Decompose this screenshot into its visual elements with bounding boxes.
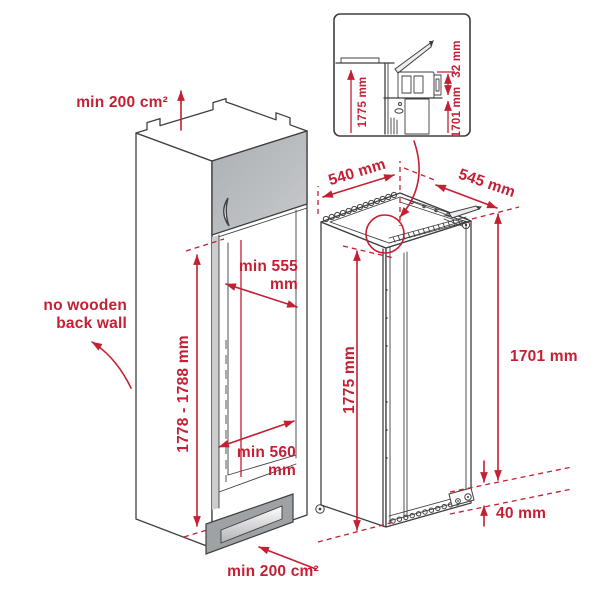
inset-top-gap-label: 32 mm — [451, 40, 463, 77]
detail-inset-box — [333, 13, 471, 137]
door-bottom-edge — [211, 207, 308, 240]
inset-pointer-arrow — [399, 140, 420, 218]
niche-depth-label-line1: min 555 — [239, 258, 298, 275]
fridge-height-label: 1775 mm — [341, 346, 358, 414]
back-wall-note-line2: back wall — [56, 315, 127, 332]
base-clearance-label: 40 mm — [496, 505, 546, 522]
base-dash-upper — [449, 466, 573, 493]
niche-width-arrow — [218, 420, 295, 448]
inset-height-label: 1775 mm — [357, 77, 369, 128]
depth-ext-right — [471, 206, 520, 220]
height-range-label: 1778 - 1788 mm — [175, 335, 192, 452]
height-ref-dash-bottom — [183, 529, 208, 538]
fridge-front-face — [385, 220, 472, 528]
detail-inset: 1775 mm 32 mm 1701 mm — [333, 13, 471, 254]
niche-floor-edge — [227, 454, 297, 476]
back-wall-arrow — [91, 341, 132, 389]
dimension-annotations: min 200 cm² no wooden back wall 1778 - 1… — [43, 90, 578, 580]
rear-caster — [315, 504, 325, 514]
niche-left-jamb — [212, 235, 219, 510]
front-fixing-rail — [382, 246, 391, 527]
cabinet-side-panel — [135, 132, 213, 549]
niche-width-label-line2: mm — [268, 462, 296, 479]
hinge-detail-circle — [365, 214, 405, 254]
width-arrow — [322, 174, 395, 198]
top-slide-rail — [388, 216, 467, 244]
bottom-vent-label: min 200 cm² — [227, 563, 319, 580]
depth-ext-left — [403, 167, 438, 182]
cabinet-upper-door — [211, 130, 308, 236]
top-vent-label: min 200 cm² — [76, 94, 168, 111]
niche-depth-arrow — [225, 283, 298, 308]
cabinet-drawing — [135, 97, 308, 555]
depth-arrow — [435, 184, 498, 209]
fixing-height-label: 1701 mm — [510, 348, 578, 365]
niche-width-label-line1: min 560 — [237, 444, 296, 461]
fridge-height-dash-bottom — [317, 521, 395, 543]
niche-floor-front-edge — [218, 463, 297, 493]
detail-inset-drawing — [335, 39, 443, 135]
cabinet-top-panel — [135, 97, 308, 162]
back-wall-note-line1: no wooden — [43, 297, 127, 314]
inset-dimensions: 1775 mm 32 mm 1701 mm — [347, 40, 463, 138]
bottom-roller — [448, 487, 475, 507]
inset-fixing-height-label: 1701 mm — [451, 87, 463, 138]
door-handle — [223, 197, 230, 227]
bottom-vent-arrow — [258, 546, 317, 570]
base-dash-lower — [449, 488, 573, 515]
plinth-vent-slot — [220, 505, 283, 544]
height-ref-dash-top — [185, 238, 225, 252]
width-label: 540 mm — [326, 156, 387, 189]
niche-depth-label-line2: mm — [270, 276, 298, 293]
